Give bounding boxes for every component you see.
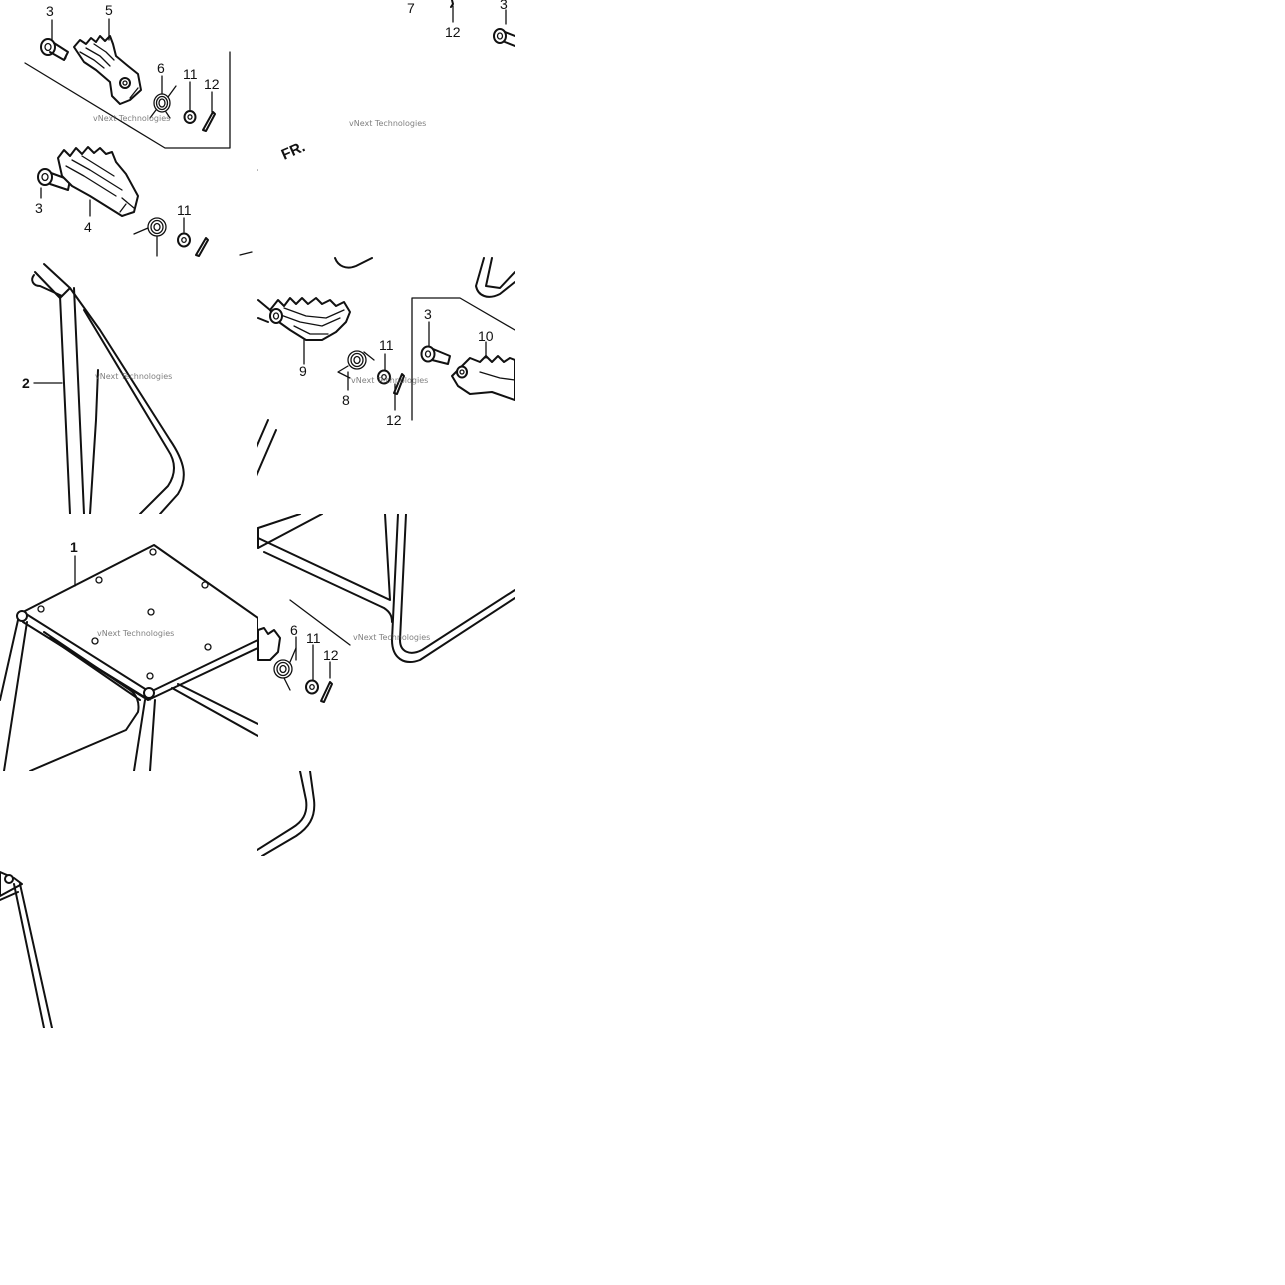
- cotter-pin-stand: [320, 681, 333, 703]
- label-part-4: 4: [84, 219, 92, 235]
- right-bracket-outline: [411, 297, 515, 421]
- watermark-2: vNext Technologies: [349, 119, 426, 128]
- spring-right: [337, 350, 375, 379]
- part-number-labels: 3 5 6 11 12 3 4 11 7 12 3 2 3 10 11 9 8 …: [22, 0, 508, 663]
- bolt-right: [420, 345, 451, 365]
- right-footpeg-top-fragment: [450, 0, 515, 47]
- cotter-pin-upper: [202, 111, 216, 132]
- washer-stand: [305, 679, 319, 695]
- label-part-3-upper: 3: [46, 3, 54, 19]
- label-part-12-stand: 12: [323, 647, 339, 663]
- label-part-2: 2: [22, 375, 30, 391]
- label-part-11-stand: 11: [306, 630, 321, 646]
- frame-bracket-outline: [24, 51, 231, 149]
- footpeg-right: [257, 297, 351, 341]
- label-part-8: 8: [342, 392, 350, 408]
- watermark-1: vNext Technologies: [93, 114, 170, 123]
- label-part-3-top: 3: [500, 0, 508, 12]
- washer-upper: [183, 110, 197, 124]
- footpeg-upper: [73, 35, 142, 105]
- watermark-3: vNext Technologies: [95, 372, 172, 381]
- label-part-6-upper: 6: [157, 60, 165, 76]
- front-direction-label: FR.: [279, 138, 308, 163]
- left-footpeg-group: [24, 18, 258, 257]
- stand-lower-tube: [257, 771, 316, 856]
- stand-main-frame: [0, 544, 258, 771]
- cotter-pin-right: [393, 373, 405, 395]
- label-part-6-stand: 6: [290, 622, 298, 638]
- footpeg-right-outer: [451, 355, 515, 401]
- label-part-11-upper: 11: [183, 66, 198, 82]
- spring-stand: [273, 647, 297, 691]
- footpeg-lower: [57, 146, 139, 217]
- label-part-3-lower: 3: [35, 200, 43, 216]
- stand-corner-fragment: [0, 871, 53, 1028]
- label-part-1: 1: [70, 539, 78, 555]
- tube-ends: [16, 610, 155, 699]
- label-part-12-right: 12: [386, 412, 402, 428]
- watermarks: vNext Technologies vNext Technologies vN…: [93, 114, 430, 642]
- label-part-3-right: 3: [424, 306, 432, 322]
- bolt-lower: [37, 168, 71, 191]
- washer-lower: [177, 232, 191, 248]
- cotter-pin-lower: [195, 237, 209, 257]
- right-footpeg-group: [257, 257, 515, 477]
- label-part-9: 9: [299, 363, 307, 379]
- label-part-12-upper: 12: [204, 76, 220, 92]
- bolt-upper: [40, 38, 69, 61]
- label-part-5: 5: [105, 2, 113, 18]
- washer-right: [377, 369, 391, 385]
- label-part-10: 10: [478, 328, 494, 344]
- label-part-7: 7: [407, 0, 415, 16]
- plate-bolt-holes: [37, 548, 212, 680]
- stand-rear-frame: [257, 514, 515, 703]
- stand-edge-line: [289, 599, 351, 646]
- spring-lower: [133, 217, 167, 257]
- watermark-5: vNext Technologies: [97, 629, 174, 638]
- label-part-11-lower: 11: [177, 202, 192, 218]
- label-part-12-top: 12: [445, 24, 461, 40]
- stand-top-plate: [22, 544, 258, 701]
- watermark-6: vNext Technologies: [353, 633, 430, 642]
- stand-side-frame: [31, 263, 185, 514]
- label-part-11-right: 11: [379, 337, 394, 353]
- watermark-4: vNext Technologies: [351, 376, 428, 385]
